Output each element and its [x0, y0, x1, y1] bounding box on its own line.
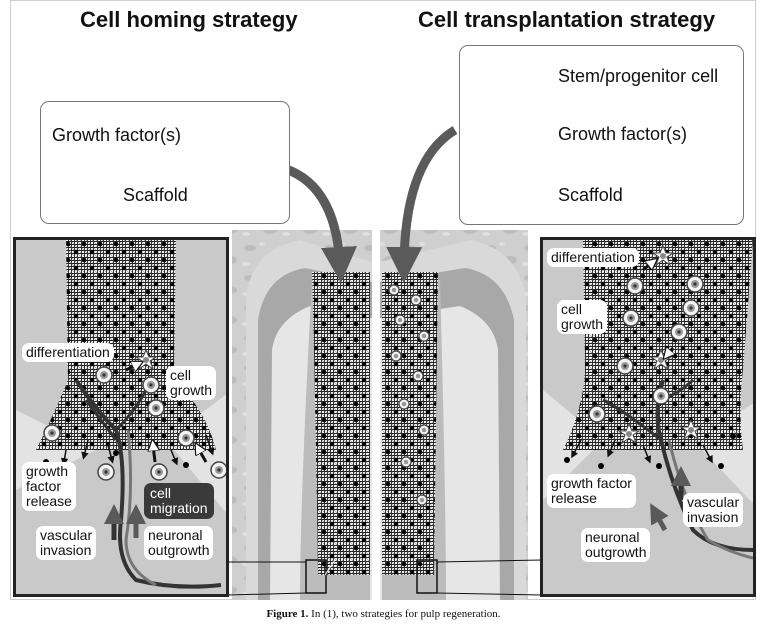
title-cell-transplantation: Cell transplantation strategy — [418, 7, 716, 32]
legend-box-left — [40, 101, 290, 224]
label-vi-right-line2: invasion — [687, 509, 739, 525]
label-no-left-line2: outgrowth — [148, 542, 210, 558]
label-gfr-left-line1: growth — [26, 463, 69, 479]
label-cell-migration-line1: cell — [150, 485, 172, 501]
legend-scaffold-left: Scaffold — [123, 185, 188, 205]
label-vi-left-line1: vascular — [40, 527, 93, 543]
label-cell-growth-right: cell growth — [557, 300, 608, 334]
tooth-right-half — [378, 230, 528, 600]
label-gfr-right-line2: release — [551, 490, 597, 506]
label-gfr-left-line3: release — [26, 493, 72, 509]
label-growth-factor-release-left: growth factor release — [22, 462, 76, 511]
label-no-left-line1: neuronal — [148, 527, 203, 543]
legend-scaffold-right: Scaffold — [558, 185, 623, 205]
label-gfr-left-line2: factor — [26, 478, 62, 494]
delivery-arrow-right — [386, 126, 458, 283]
inset-panel-left: differentiation cell growth growth facto… — [13, 237, 229, 597]
title-cell-homing: Cell homing strategy — [80, 7, 298, 32]
label-gfr-right-line1: growth factor — [551, 475, 632, 491]
label-cell-growth-left-line2: growth — [170, 382, 213, 398]
label-vi-right-line1: vascular — [687, 494, 740, 510]
label-neuronal-outgrowth-left: neuronal outgrowth — [144, 526, 214, 560]
caption-label: Figure 1. — [266, 608, 309, 620]
inset-panel-right: differentiation cell growth growth facto… — [540, 237, 756, 597]
legend-growth-factor-right: Growth factor(s) — [558, 124, 688, 144]
label-cell-migration-line2: migration — [150, 500, 208, 516]
label-no-right-line1: neuronal — [585, 529, 640, 545]
label-differentiation-left: differentiation — [22, 343, 114, 362]
label-differentiation-right: differentiation — [547, 248, 639, 267]
figure-caption: Figure 1. In (1), two strategies for pul… — [0, 608, 767, 620]
label-cell-growth-right-line1: cell — [561, 301, 583, 317]
label-neuronal-outgrowth-right: neuronal outgrowth — [581, 528, 651, 562]
legend-stem-cell: Stem/progenitor cell — [558, 66, 719, 86]
legend-growth-factor-left: Growth factor(s) — [52, 125, 182, 145]
label-vascular-invasion-left: vascular invasion — [36, 526, 97, 560]
label-no-right-line2: outgrowth — [585, 544, 647, 560]
caption-text: In (1), two strategies for pulp regenera… — [308, 608, 501, 620]
label-cell-growth-left-line1: cell — [170, 367, 192, 383]
label-cell-growth-right-line2: growth — [561, 316, 604, 332]
tooth-left-half — [232, 230, 374, 600]
label-cell-migration: cell migration — [144, 483, 214, 519]
label-vascular-invasion-right: vascular invasion — [683, 493, 744, 527]
legend-box-right — [459, 45, 744, 225]
label-vi-left-line2: invasion — [40, 542, 92, 558]
label-growth-factor-release-right: growth factor release — [547, 474, 636, 508]
label-cell-growth-left: cell growth — [166, 366, 217, 400]
